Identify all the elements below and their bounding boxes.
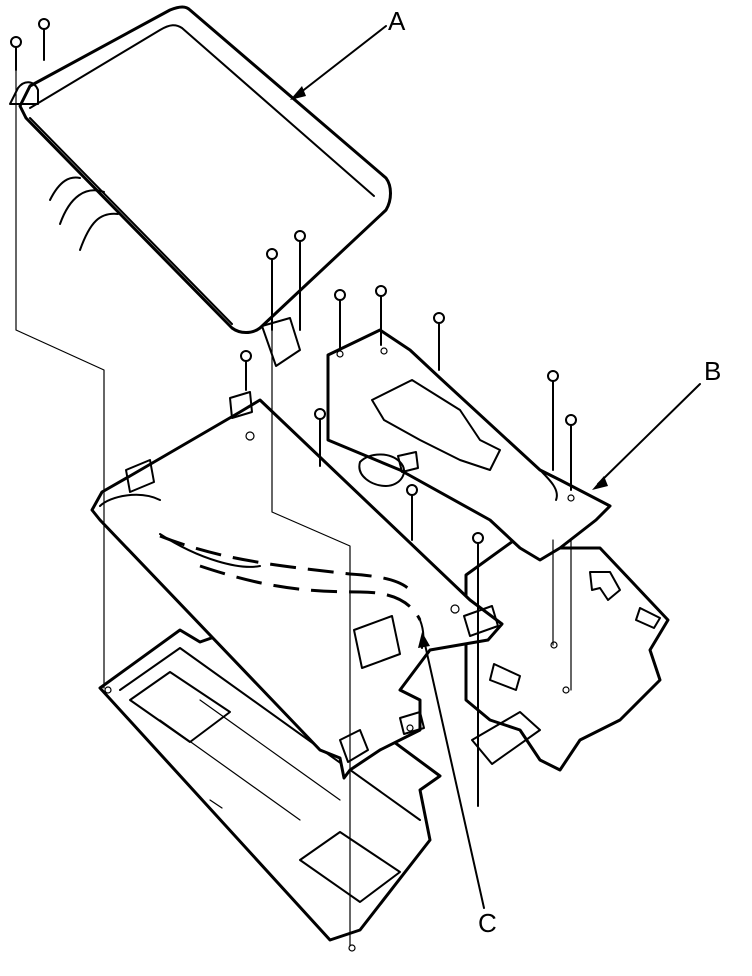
bottom-tray (98, 626, 442, 952)
screw-icon (314, 408, 326, 467)
middle-bracket (326, 328, 612, 562)
leader-lines (290, 25, 701, 909)
screw-icon (38, 18, 50, 61)
screw-icon (406, 484, 418, 541)
screw-icon (433, 312, 445, 371)
wire-harness (159, 533, 425, 649)
callout-c-label: C (478, 908, 497, 938)
screw-icon (10, 36, 22, 71)
screw-icon-group (10, 18, 577, 807)
alignment-lines (15, 69, 572, 947)
screw-icon (565, 414, 577, 491)
screw-icon (266, 248, 278, 331)
screw-icon (375, 285, 387, 346)
screw-icon (334, 289, 346, 349)
callout-b-label: B (704, 356, 721, 386)
screw-icon (472, 532, 484, 807)
lid-panel (9, 5, 392, 367)
screw-icon (240, 350, 252, 391)
screw-icon (547, 370, 559, 471)
callout-a-label: A (388, 6, 406, 36)
screw-icon (294, 230, 306, 331)
right-side-bracket (464, 534, 670, 772)
